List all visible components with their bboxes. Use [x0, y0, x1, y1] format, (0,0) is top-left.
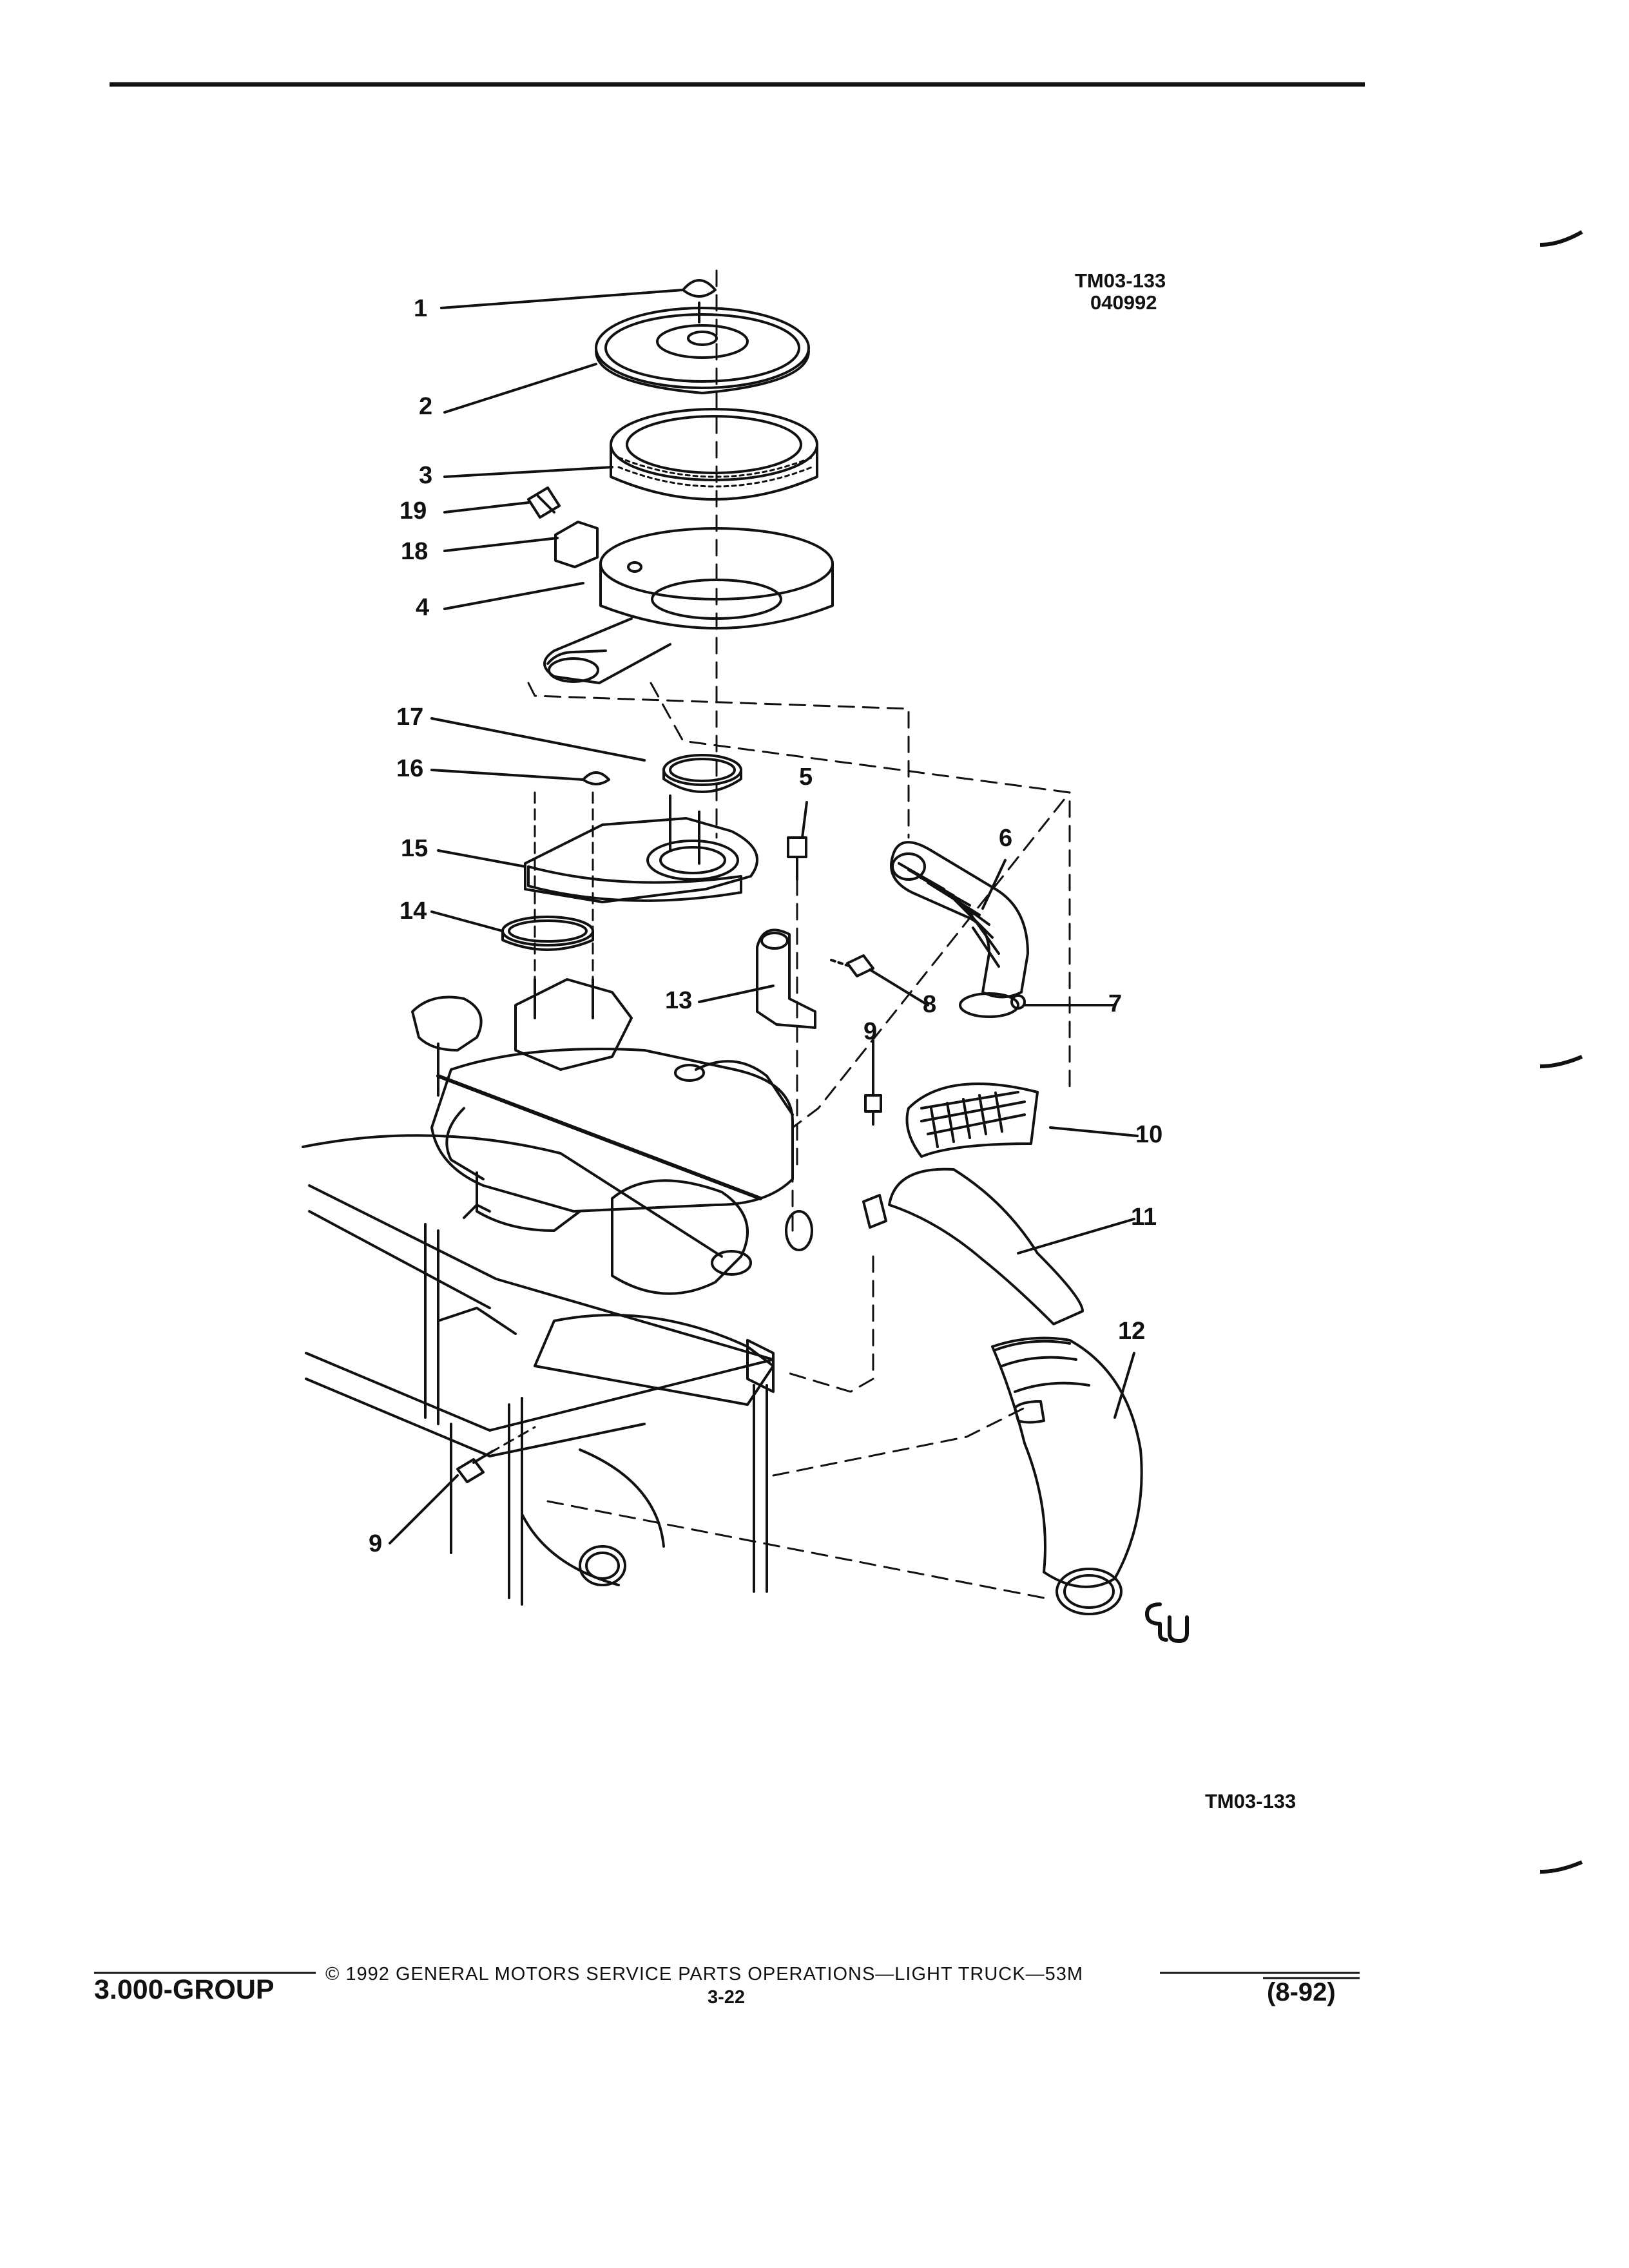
callout-17: 17: [396, 704, 424, 731]
hose-clamp: [959, 992, 1026, 1018]
callout-14: 14: [400, 898, 427, 925]
figure-id-bottom: TM03-133: [1205, 1790, 1296, 1812]
temperature-sensor: [527, 486, 561, 519]
gasket: [662, 754, 742, 793]
callout-19: 19: [400, 497, 427, 524]
figure-id-top: TM03-133: [1075, 269, 1166, 292]
callout-6: 6: [999, 825, 1013, 852]
su-logo-icon: [1145, 1602, 1189, 1643]
bolt-8: [830, 954, 874, 977]
figure-date-top: 040992: [1090, 291, 1157, 314]
nut-16: [582, 771, 610, 785]
callout-11: 11: [1131, 1204, 1157, 1231]
flex-duct: [890, 841, 1029, 999]
margin-mark: [1539, 230, 1583, 247]
footer-copyright: © 1992 GENERAL MOTORS SERVICE PARTS OPER…: [325, 1964, 1083, 1984]
callout-3: 3: [419, 462, 433, 489]
margin-mark: [1539, 1860, 1583, 1874]
fastener-9-lower: [456, 1426, 536, 1483]
callout-7: 7: [1108, 990, 1123, 1017]
frame-support: [302, 1134, 775, 1606]
footer-page-number: 3-22: [708, 1987, 746, 2008]
callout-16: 16: [396, 755, 424, 782]
leader-lines: [389, 289, 1139, 1544]
callout-13: 13: [665, 987, 693, 1014]
footer-date: (8-92): [1267, 1978, 1336, 2006]
callout-9-upper: 9: [863, 1018, 878, 1045]
engine-assembly: [411, 978, 813, 1295]
lower-duct: [888, 1168, 1143, 1615]
footer-group: 3.000-GROUP: [94, 1974, 275, 2005]
air-cleaner-housing: [543, 527, 834, 684]
callout-5: 5: [799, 764, 813, 791]
sensor-bracket: [554, 521, 599, 568]
bracket-13: [756, 928, 816, 1029]
callout-4: 4: [416, 594, 430, 621]
callout-9-lower: 9: [369, 1530, 383, 1557]
inlet-duct: [905, 1082, 1039, 1158]
filter-element: [610, 408, 818, 501]
callout-10: 10: [1135, 1121, 1163, 1148]
margin-mark: [1539, 1055, 1583, 1068]
air-cleaner-lid: [595, 307, 810, 394]
callout-8: 8: [923, 991, 937, 1018]
callout-12: 12: [1118, 1318, 1146, 1345]
callout-18: 18: [401, 538, 429, 565]
callout-15: 15: [401, 835, 429, 862]
fastener-9-upper: [785, 1062, 887, 1393]
adapter: [524, 794, 758, 903]
carb-gasket: [501, 916, 594, 951]
callout-2: 2: [419, 393, 433, 420]
callout-1: 1: [414, 295, 428, 322]
wing-nut: [682, 279, 717, 323]
